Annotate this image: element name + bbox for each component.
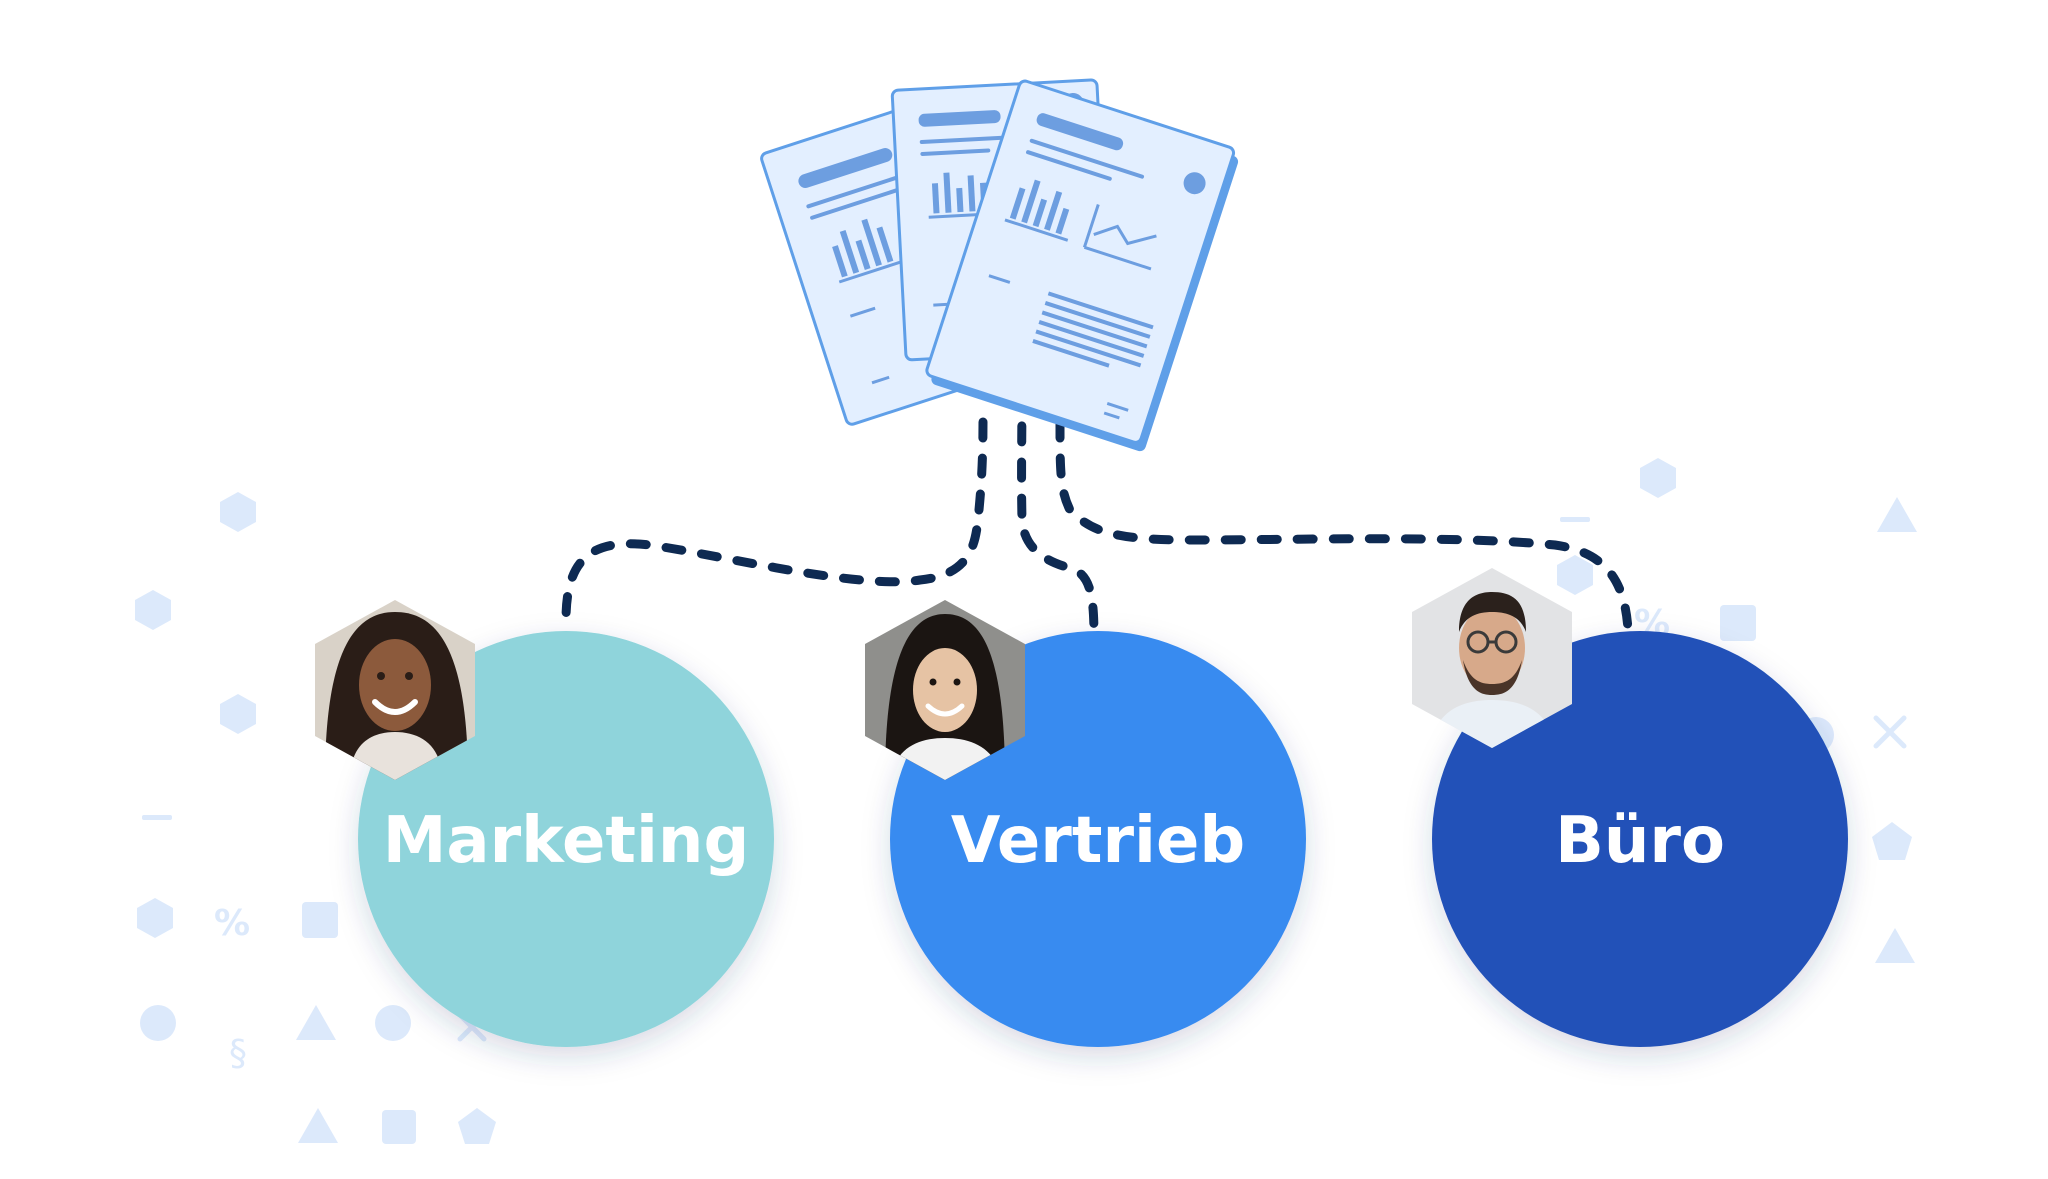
department-label-vertrieb: Vertrieb bbox=[951, 804, 1245, 878]
connector-marketing bbox=[561, 417, 988, 625]
pentagon-icon bbox=[1872, 822, 1912, 860]
connector-buero bbox=[1055, 417, 1633, 635]
square-icon bbox=[302, 902, 338, 938]
department-circle-buero bbox=[1432, 631, 1848, 1047]
dash-icon bbox=[142, 815, 172, 820]
cross-icon bbox=[1873, 715, 1907, 749]
dash-icon bbox=[1560, 517, 1590, 522]
document-stack-icon bbox=[760, 78, 1239, 452]
circle-shape bbox=[140, 1005, 176, 1041]
hexagon-icon bbox=[137, 898, 173, 938]
hexagon-icon bbox=[1557, 555, 1593, 595]
triangle-icon bbox=[1877, 497, 1917, 532]
avatar-marketing bbox=[315, 600, 475, 780]
person-avatar-icon bbox=[1459, 606, 1525, 690]
department-buero: Büro bbox=[1432, 631, 1848, 1047]
hexagon-icon bbox=[220, 694, 256, 734]
triangle-icon bbox=[298, 1108, 338, 1143]
document-front bbox=[925, 79, 1239, 452]
background-shapes: % § % bbox=[135, 458, 1917, 1144]
connector-vertrieb bbox=[1017, 385, 1099, 645]
hexagon-icon bbox=[1640, 458, 1676, 498]
department-label-marketing: Marketing bbox=[383, 804, 750, 878]
triangle-icon bbox=[1875, 928, 1915, 963]
square-icon bbox=[382, 1110, 416, 1144]
percent-icon: % bbox=[214, 903, 250, 944]
connector-lines bbox=[561, 385, 1633, 645]
circle-shape bbox=[375, 1005, 411, 1041]
hexagon-icon bbox=[135, 590, 171, 630]
section-sign-icon: § bbox=[229, 1033, 247, 1074]
pentagon-icon bbox=[458, 1108, 496, 1144]
hexagon-icon bbox=[220, 492, 256, 532]
square-icon bbox=[1720, 605, 1756, 641]
department-label-buero: Büro bbox=[1555, 804, 1725, 878]
triangle-icon bbox=[296, 1005, 336, 1040]
